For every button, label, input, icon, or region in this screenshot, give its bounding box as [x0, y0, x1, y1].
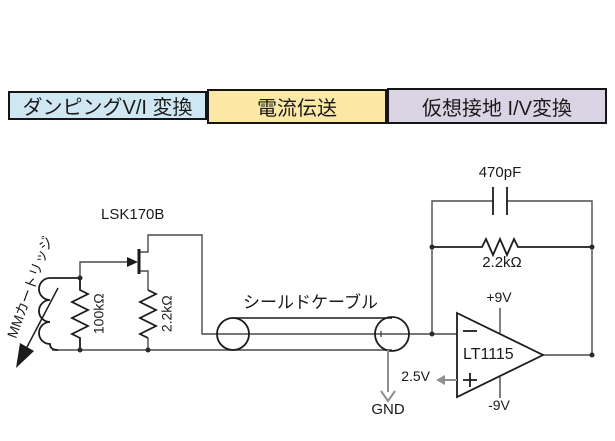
header-label-current-transfer: 電流伝送 [257, 98, 337, 120]
feedback-resistor-label: 2.2kΩ [482, 254, 522, 271]
feedback-left-wire [431, 200, 493, 334]
header-section-damping-vi: ダンピングV/I 変換 [8, 91, 207, 120]
source-wire [140, 270, 149, 290]
source-resistor-label: 2.2kΩ [158, 295, 175, 333]
header-label-damping-vi: ダンピングV/I 変換 [22, 97, 193, 119]
drain-toprail-center-conductor-wire [140, 234, 457, 335]
negative-supply-label: -9V [488, 397, 510, 413]
cartridge-arrowhead [16, 343, 34, 368]
gate-resistor-label: 100kΩ [90, 293, 107, 335]
gate-resistor-100k [69, 278, 91, 350]
cartridge-coil [38, 277, 80, 351]
opamp-noninverting-sign [463, 373, 477, 387]
feedback-resistor-2k2 [432, 236, 592, 258]
source-resistor-2k2 [137, 289, 159, 339]
cable-right-connector [374, 316, 410, 352]
jfet-gate-arrowhead [127, 257, 138, 267]
feedback-right-wire [507, 200, 593, 355]
header-section-current-transfer: 電流伝送 [207, 89, 387, 124]
feedback-capacitor-plates [492, 187, 508, 215]
cartridge-arrow-shaft [26, 287, 59, 348]
gate-wire [79, 261, 128, 278]
jfet-label: LSK170B [101, 206, 165, 223]
header-label-virtual-ground-iv: 仮想接地 I/V変換 [421, 97, 572, 120]
header-section-virtual-ground-iv: 仮想接地 I/V変換 [387, 88, 607, 124]
shield-cable-label: シールドケーブル [243, 293, 378, 312]
vref-arrowhead [436, 375, 445, 385]
vref-label: 2.5V [401, 368, 430, 384]
gnd-arrowhead [380, 390, 396, 403]
feedback-capacitor-label: 470pF [478, 164, 522, 181]
junction-dots [77, 244, 595, 358]
gnd-label: GND [371, 401, 405, 418]
opamp-label: LT1115 [463, 346, 514, 363]
opamp-triangle [456, 311, 546, 399]
positive-supply-label: +9V [486, 289, 512, 305]
